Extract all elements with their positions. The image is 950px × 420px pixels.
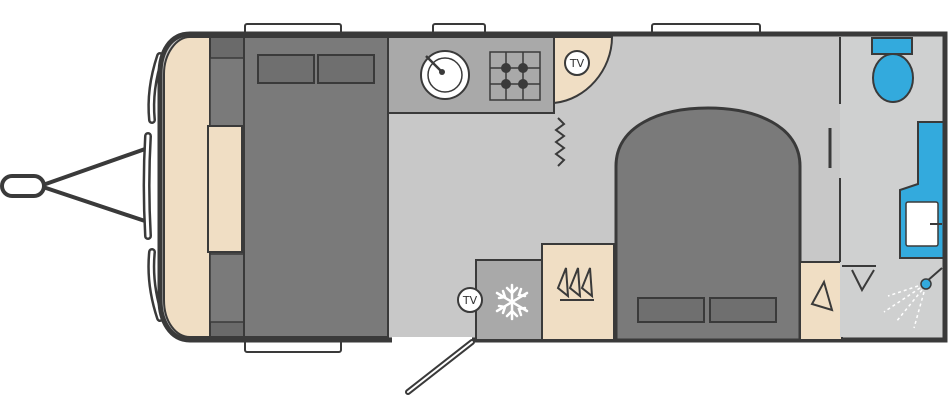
fridge: TV [457,259,543,341]
tv-label-fridge: TV [462,294,478,307]
door-gap [392,337,472,344]
shower-tray-lip [851,269,875,293]
island-bed-area [614,106,802,342]
tow-hitch [0,146,149,224]
door-leaf-inner [407,341,473,393]
coat-hanger-icon [810,279,834,312]
front-bed-side-lower [209,253,245,323]
wardrobe-main [541,243,615,341]
tv-label-kitchen: TV [569,57,585,70]
front-table-panel [207,125,243,253]
front-window-mid-inner [145,134,150,238]
front-locker [163,36,211,338]
kitchen [387,36,555,114]
pillow-right [317,54,375,84]
hitch-head [0,174,46,198]
front-bed-area [207,36,389,338]
pillow-left [257,54,315,84]
snowflake-icon [495,283,529,321]
island-bed [614,106,802,342]
island-pillow-right [709,297,777,323]
washbasin-icon [899,121,946,259]
front-window-upper-inner [149,54,162,122]
round-sink-icon [420,50,470,100]
island-pillow-left [637,297,705,323]
toilet-icon [871,37,914,103]
tv-corner-unit: TV [553,36,614,105]
front-bed-side-upper [209,57,245,127]
front-windows [142,52,164,322]
a-frame [39,146,149,224]
curtain-divider [554,117,566,167]
wardrobe-small [799,261,843,341]
entrance-door [392,337,475,395]
shower-icon [883,267,943,329]
four-burner-hob-icon [489,51,541,101]
front-window-lower-inner [149,250,162,320]
coat-hanger-icon [556,267,594,301]
front-double-bed [243,36,389,338]
washroom [828,37,946,337]
